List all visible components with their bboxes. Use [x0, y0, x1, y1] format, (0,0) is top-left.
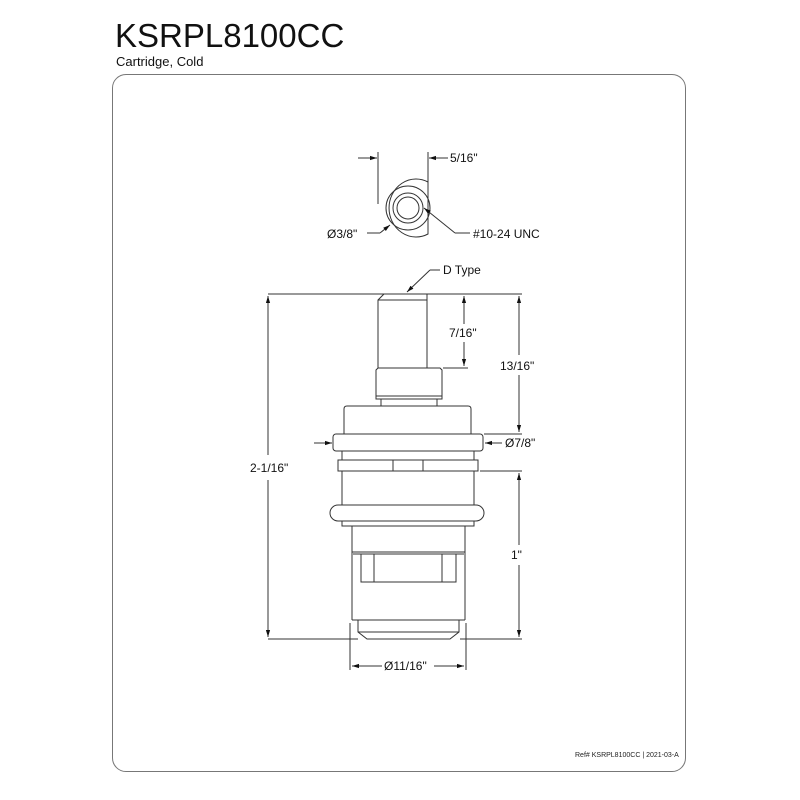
thread-spec-label: #10-24 UNC	[473, 227, 540, 241]
drawing-frame	[112, 74, 686, 772]
top-diameter-label: Ø3/8"	[327, 227, 357, 241]
base-diameter-label: Ø11/16"	[384, 659, 427, 673]
d-type-callout: D Type	[443, 263, 481, 277]
flange-diameter-label: Ø7/8"	[505, 436, 535, 450]
upper-height-label: 13/16"	[500, 359, 534, 373]
overall-height-label: 2-1/16"	[250, 461, 288, 475]
top-view	[358, 152, 470, 238]
stem-height-label: 7/16"	[449, 326, 477, 340]
lower-height-label: 1"	[511, 548, 522, 562]
product-description: Cartridge, Cold	[116, 54, 204, 69]
top-width-label: 5/16"	[450, 151, 478, 165]
model-number-title: KSRPL8100CC	[115, 17, 345, 54]
reference-number: Ref# KSRPL8100CC | 2021-03-A	[575, 752, 679, 759]
side-view	[265, 269, 522, 670]
